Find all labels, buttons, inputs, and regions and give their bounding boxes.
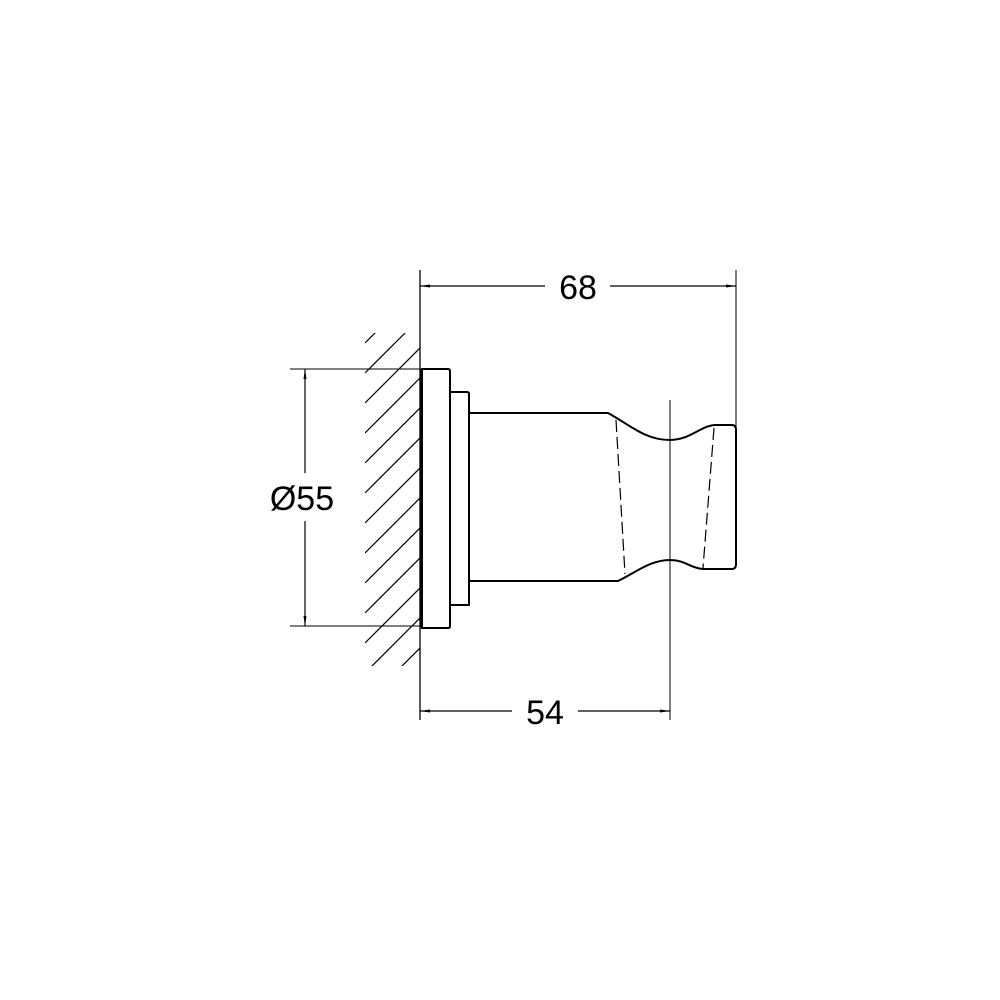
holder-body [469,412,737,582]
dimension-overall-depth: 68 [420,269,736,307]
dimension-rosette-diameter: Ø55 [270,368,420,627]
dimension-label-68: 68 [559,269,597,307]
dimension-holder-center-depth: 54 [420,694,670,732]
wall-hatching [365,333,420,666]
dimension-label-54: 54 [526,694,564,732]
rosette-step [450,391,470,606]
rosette-flange [421,368,451,629]
hidden-line-right [702,427,715,569]
hidden-line-left [615,419,626,575]
dimension-label-d55: Ø55 [270,480,334,518]
